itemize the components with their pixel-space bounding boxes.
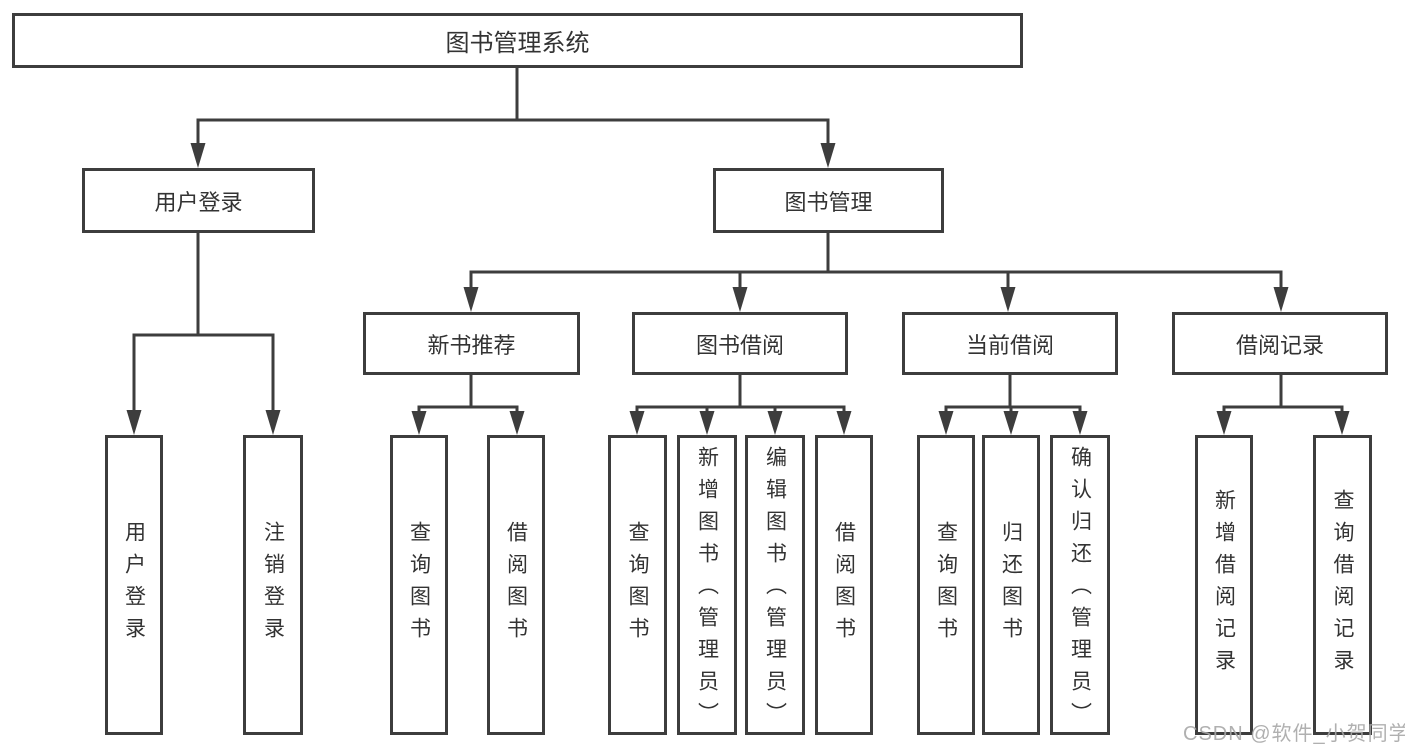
- node-leaf-return-book: 归还图书: [982, 435, 1040, 735]
- arrow-to-leaf-user-login: [126, 410, 142, 435]
- branch-borrow-records: [1222, 375, 1344, 414]
- node-leaf-edit-book-admin-label: 编辑图书（管理员）: [763, 446, 787, 734]
- node-new-book-rec: 新书推荐: [363, 312, 580, 375]
- node-current-borrow: 当前借阅: [902, 312, 1118, 375]
- node-book-borrow: 图书借阅: [632, 312, 848, 375]
- node-leaf-edit-book-admin: 编辑图书（管理员）: [745, 435, 805, 735]
- branch-book-borrow: [635, 375, 846, 414]
- node-book-mgmt-label: 图书管理: [784, 189, 873, 215]
- branch-user-login: [132, 233, 275, 413]
- arrow-to-user-login: [190, 143, 206, 168]
- node-new-book-rec-label: 新书推荐: [427, 332, 516, 358]
- csdn-watermark: CSDN @软件_小贺同学: [1183, 723, 1405, 745]
- node-borrow-records-label: 借阅记录: [1235, 332, 1324, 358]
- node-leaf-query-book-rec: 查询图书: [390, 435, 448, 735]
- node-leaf-add-borrow-record-label: 新增借阅记录: [1212, 489, 1236, 681]
- branch-borrow-records-arrows: [1216, 411, 1350, 435]
- node-leaf-query-book-current-label: 查询图书: [934, 521, 958, 649]
- node-leaf-borrow-book-borrow-label: 借阅图书: [832, 521, 856, 649]
- node-borrow-records: 借阅记录: [1172, 312, 1388, 375]
- node-current-borrow-label: 当前借阅: [965, 332, 1054, 358]
- node-leaf-borrow-book-borrow: 借阅图书: [815, 435, 873, 735]
- node-book-mgmt: 图书管理: [713, 168, 944, 233]
- node-user-login-label: 用户登录: [154, 189, 243, 215]
- node-leaf-borrow-book-rec-label: 借阅图书: [504, 521, 528, 649]
- branch-current-borrow: [944, 375, 1082, 414]
- node-leaf-logout-label: 注销登录: [261, 521, 285, 649]
- node-leaf-add-book-admin: 新增图书（管理员）: [677, 435, 737, 735]
- node-leaf-query-book-borrow-label: 查询图书: [626, 521, 649, 649]
- node-leaf-user-login-label: 用户登录: [122, 521, 146, 649]
- node-leaf-add-borrow-record: 新增借阅记录: [1195, 435, 1253, 735]
- branch-user-login-arrows: [126, 410, 281, 435]
- arrow-to-leaf-logout: [265, 410, 281, 435]
- node-book-borrow-label: 图书借阅: [695, 332, 784, 358]
- arrow-to-borrow-records: [1273, 287, 1289, 312]
- branch-book-mgmt: [469, 233, 1283, 290]
- branch-root: [196, 68, 830, 146]
- node-leaf-query-book-current: 查询图书: [917, 435, 975, 735]
- node-leaf-return-book-label: 归还图书: [999, 521, 1023, 649]
- node-leaf-logout: 注销登录: [243, 435, 303, 735]
- node-root-label: 图书管理系统: [445, 30, 590, 57]
- arrow-to-current-borrow: [1000, 287, 1016, 312]
- arrow-to-new-book-rec: [463, 287, 479, 312]
- node-leaf-query-borrow-record-label: 查询借阅记录: [1331, 489, 1354, 681]
- node-user-login: 用户登录: [82, 168, 315, 233]
- branch-root-arrows: [190, 143, 836, 168]
- branch-book-borrow-arrows: [629, 411, 852, 435]
- node-leaf-borrow-book-rec: 借阅图书: [487, 435, 545, 735]
- node-leaf-add-book-admin-label: 新增图书（管理员）: [695, 446, 719, 734]
- node-leaf-query-book-borrow: 查询图书: [608, 435, 667, 735]
- branch-new-book-rec-arrows: [411, 411, 525, 435]
- branch-new-book-rec: [417, 375, 519, 414]
- node-leaf-user-login: 用户登录: [105, 435, 163, 735]
- branch-book-mgmt-arrows: [463, 287, 1289, 312]
- arrow-to-book-mgmt: [820, 143, 836, 168]
- node-leaf-query-book-rec-label: 查询图书: [407, 521, 431, 649]
- branch-current-borrow-arrows: [938, 411, 1088, 435]
- arrow-to-book-borrow: [732, 287, 748, 312]
- node-leaf-confirm-return-admin-label: 确认归还（管理员）: [1068, 446, 1092, 734]
- node-leaf-query-borrow-record: 查询借阅记录: [1313, 435, 1372, 735]
- node-root: 图书管理系统: [12, 13, 1023, 68]
- node-leaf-confirm-return-admin: 确认归还（管理员）: [1050, 435, 1110, 735]
